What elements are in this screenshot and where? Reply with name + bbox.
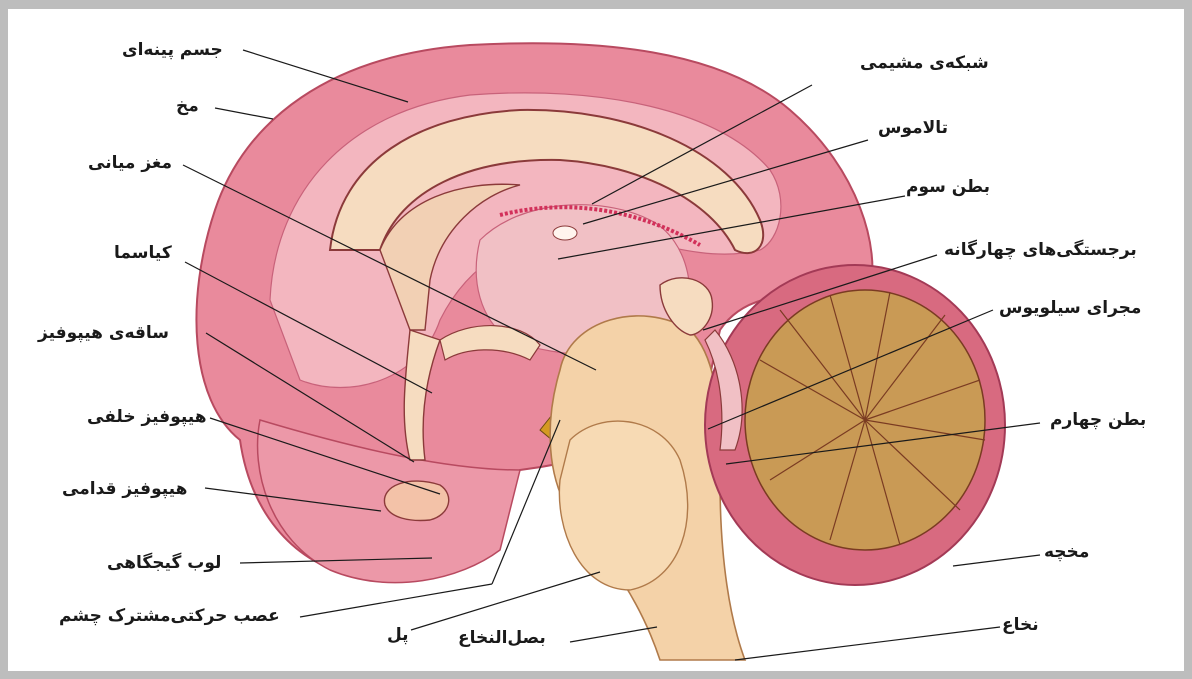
label-temporal-lobe: لوب گیجگاهی [107,555,221,572]
leader-cerebellum [953,555,1040,566]
label-spinal-cord: نخاع [1002,617,1039,634]
thalamus-adhesion [553,226,577,240]
label-medulla: بصل‌النخاع [458,630,546,647]
label-cerebellum: مخچه [1044,544,1089,561]
label-pons: پل [387,627,409,644]
leader-oculomotor [300,584,492,617]
label-midbrain: مغز میانی [88,155,172,172]
label-oculomotor-nerve: عصب حرکتی‌مشترک چشم [59,608,280,625]
label-pituitary-stalk: ساقه‌ی هیپوفیز [38,325,169,342]
pons-shape [559,421,687,590]
label-thalamus: تالاموس [878,120,948,137]
pituitary-shape [384,481,448,520]
leader-medulla [570,627,657,642]
leader-cerebrum [215,108,273,119]
label-third-ventricle: بطن سوم [906,179,990,196]
leader-spinal-cord [735,627,1000,660]
label-cerebrum: مخ [176,98,199,115]
label-posterior-pituitary: هیپوفیز خلفی [87,409,207,426]
label-fourth-ventricle: بطن چهارم [1050,412,1146,429]
label-sylvius-aqueduct: مجرای سیلویوس [999,300,1141,317]
leader-pons [411,572,600,630]
label-quadrigeminal-bodies: برجستگی‌های چهارگانه [944,242,1137,259]
label-chiasma: کیاسما [114,245,172,262]
label-anterior-pituitary: هیپوفیز قدامی [62,481,187,498]
label-corpus-callosum: جسم پینه‌ای [122,42,223,59]
label-choroid-plexus: شبکه‌ی مشیمی [860,55,989,72]
